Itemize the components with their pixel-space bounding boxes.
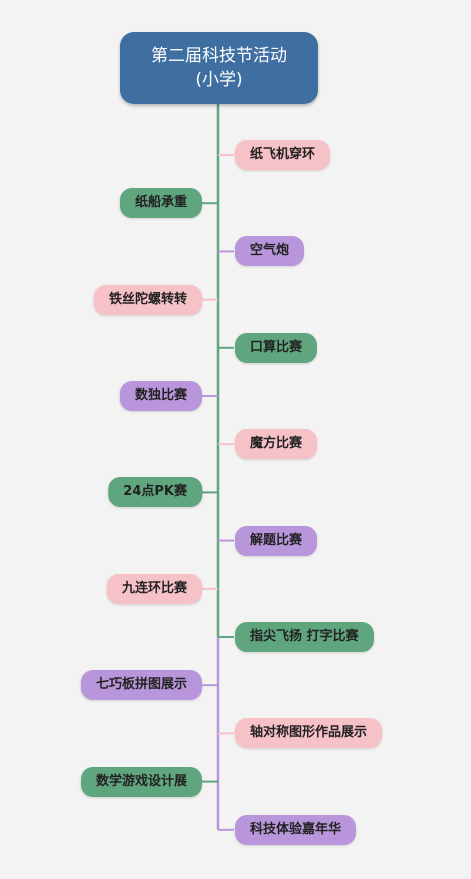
branch-node[interactable]: 口算比赛 xyxy=(235,332,318,363)
root-title: 第二届科技节活动 xyxy=(151,46,287,66)
branch-node[interactable]: 七巧板拼图展示 xyxy=(80,670,202,701)
branch-node[interactable]: 空气炮 xyxy=(235,236,305,267)
branch-node[interactable]: 数学游戏设计展 xyxy=(80,766,202,797)
branch-node[interactable]: 24点PK赛 xyxy=(108,477,202,508)
branch-node[interactable]: 纸飞机穿环 xyxy=(235,140,331,170)
branch-node[interactable]: 指尖飞扬 打字比赛 xyxy=(235,622,374,652)
branch-node[interactable]: 轴对称图形作品展示 xyxy=(235,718,383,749)
branch-node[interactable]: 铁丝陀螺转转 xyxy=(93,284,202,315)
branch-node[interactable]: 魔方比赛 xyxy=(235,429,318,460)
root-subtitle: (小学) xyxy=(195,70,243,90)
branch-node[interactable]: 解题比赛 xyxy=(235,525,318,556)
branch-node[interactable]: 纸船承重 xyxy=(119,188,202,219)
branch-node[interactable]: 九连环比赛 xyxy=(106,573,202,604)
branch-node[interactable]: 数独比赛 xyxy=(119,381,202,411)
branch-node[interactable]: 科技体验嘉年华 xyxy=(235,814,357,845)
root-node[interactable]: 第二届科技节活动 (小学) xyxy=(120,32,318,104)
